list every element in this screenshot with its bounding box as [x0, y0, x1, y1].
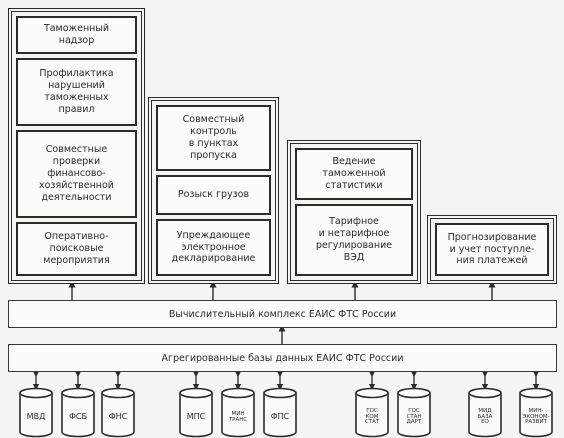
aggregated-db-bar: Агрегированные базы данных ЕАИС ФТС Росс…: [8, 344, 557, 372]
database-cylinder: [397, 387, 431, 438]
database-label: ГОС СТАН ДАРТ: [406, 407, 422, 426]
database-label: МИД БАЗА ЕО: [477, 407, 493, 426]
database-cylinder: [519, 387, 553, 438]
database-label: МИН- ЭКОНОМ- РАЗВИТ: [522, 407, 550, 426]
database-label: ФПС: [270, 412, 290, 422]
database-label: МПС: [186, 412, 206, 422]
compute-complex-bar: Вычислительный комплекс ЕАИС ФТС России: [8, 300, 557, 328]
database-label: ФНС: [108, 412, 128, 422]
box-joint-audits: Совместные проверки финансово- хозяйстве…: [16, 130, 137, 218]
box-cargo-search: Розыск грузов: [156, 175, 271, 215]
box-preliminary-e-declaration: Упреждающее электронное декларирование: [156, 219, 271, 276]
box-payment-forecasting: Прогнозирование и учет поступле- ния пла…: [435, 223, 549, 276]
box-violation-prevention: Профилактика нарушений таможенных правил: [16, 58, 137, 126]
database-cylinder: [355, 387, 389, 438]
database-label: МВД: [26, 412, 46, 422]
database-label: МИН ТРАНС: [228, 410, 248, 423]
box-customs-supervision: Таможенный надзор: [16, 16, 137, 54]
box-tariff-regulation: Тарифное и нетарифное регулирование ВЭД: [295, 204, 413, 276]
box-customs-statistics: Ведение таможенной статистики: [295, 148, 413, 200]
database-cylinder: [101, 387, 135, 438]
database-label: ФСБ: [69, 412, 87, 422]
box-operational-search: Оперативно- поисковые мероприятия: [16, 222, 137, 276]
database-cylinder: [468, 387, 502, 438]
database-label: ГОС КОМ СТАТ: [364, 407, 380, 426]
database-cylinder: [221, 387, 255, 438]
database-cylinder: [61, 387, 95, 438]
database-cylinder: [263, 387, 297, 438]
database-cylinder: [19, 387, 53, 438]
database-cylinder: [179, 387, 213, 438]
box-joint-border-control: Совместный контроль в пунктах пропуска: [156, 105, 271, 171]
